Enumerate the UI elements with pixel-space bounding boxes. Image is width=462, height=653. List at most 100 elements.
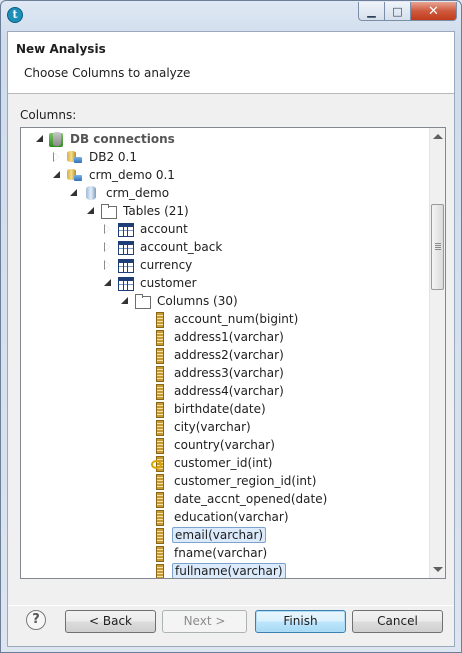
- expanded-arrow-icon[interactable]: [86, 206, 96, 216]
- expanded-arrow-icon[interactable]: [35, 134, 45, 144]
- tree-item[interactable]: customer_region_id(int): [137, 472, 318, 490]
- tree-item[interactable]: account_back: [103, 238, 224, 256]
- minimize-button[interactable]: ▁: [358, 2, 385, 21]
- tree-item[interactable]: birthdate(date): [137, 400, 268, 418]
- window-controls: ▁ □ ✕: [358, 2, 457, 22]
- collapsed-arrow-icon[interactable]: [103, 224, 113, 234]
- button-bar-separator: [8, 605, 454, 606]
- tree-item[interactable]: address4(varchar): [137, 382, 286, 400]
- table-icon: [117, 275, 134, 291]
- wizard-header: New Analysis Choose Columns to analyze: [8, 32, 454, 94]
- wizard-description: Choose Columns to analyze: [24, 66, 191, 80]
- folder-icon: [100, 203, 117, 219]
- column-icon: [151, 491, 167, 508]
- tree-item[interactable]: fullname(varchar): [137, 562, 286, 578]
- tree-spacer: [137, 566, 147, 576]
- tree-item[interactable]: customer: [103, 274, 199, 292]
- tree-item[interactable]: Tables (21): [86, 202, 191, 220]
- column-icon: [151, 563, 167, 578]
- finish-button[interactable]: Finish: [255, 610, 346, 633]
- tree-item[interactable]: email(varchar): [137, 526, 267, 544]
- tree-item-label: DB2 0.1: [89, 150, 138, 164]
- tree-spacer: [137, 512, 147, 522]
- dialog-client-area: New Analysis Choose Columns to analyze C…: [7, 31, 455, 647]
- cancel-button[interactable]: Cancel: [352, 610, 443, 633]
- tree-item-label: customer: [140, 276, 197, 290]
- maximize-button[interactable]: □: [385, 2, 411, 21]
- collapsed-arrow-icon[interactable]: [103, 260, 113, 270]
- tree-item[interactable]: address1(varchar): [137, 328, 286, 346]
- column-icon: [151, 311, 167, 328]
- wizard-title: New Analysis: [16, 42, 106, 56]
- tree-spacer: [137, 476, 147, 486]
- tree-item[interactable]: crm_demo 0.1: [52, 166, 177, 184]
- next-button[interactable]: Next >: [162, 610, 247, 633]
- database-icon: [66, 167, 82, 183]
- scroll-up-icon[interactable]: [433, 134, 443, 139]
- tree-item[interactable]: customer_id(int): [137, 454, 274, 472]
- tree-item[interactable]: DB2 0.1: [52, 148, 139, 166]
- tree-item[interactable]: account: [103, 220, 190, 238]
- tree-item-label: crm_demo 0.1: [89, 168, 175, 182]
- back-button[interactable]: < Back: [65, 610, 156, 633]
- expanded-arrow-icon[interactable]: [52, 170, 62, 180]
- expanded-arrow-icon[interactable]: [120, 296, 130, 306]
- column-icon: [151, 419, 167, 436]
- tree-item-label: account_num(bigint): [174, 312, 299, 326]
- scroll-down-icon[interactable]: [433, 567, 443, 572]
- tree-spacer: [137, 458, 147, 468]
- tree-spacer: [137, 548, 147, 558]
- tree-item[interactable]: fname(varchar): [137, 544, 269, 562]
- tree-spacer: [137, 440, 147, 450]
- tree-item[interactable]: date_accnt_opened(date): [137, 490, 329, 508]
- tree-item[interactable]: address3(varchar): [137, 364, 286, 382]
- tree-spacer: [137, 530, 147, 540]
- tree-item[interactable]: currency: [103, 256, 194, 274]
- tree-item-label: crm_demo: [106, 186, 170, 200]
- tree-item[interactable]: account_num(bigint): [137, 310, 300, 328]
- tree-item-label: address1(varchar): [174, 330, 284, 344]
- expanded-arrow-icon[interactable]: [69, 188, 79, 198]
- column-icon: [151, 347, 167, 364]
- tree-item[interactable]: DB connections: [35, 130, 177, 148]
- tree-spacer: [137, 368, 147, 378]
- database-icon: [66, 149, 82, 165]
- tree-item[interactable]: city(varchar): [137, 418, 253, 436]
- tree-item[interactable]: address2(varchar): [137, 346, 286, 364]
- grip-icon: [435, 243, 441, 250]
- tree-spacer: [137, 422, 147, 432]
- collapsed-arrow-icon[interactable]: [103, 242, 113, 252]
- tree-item-label: country(varchar): [174, 438, 275, 452]
- tree-item[interactable]: crm_demo: [69, 184, 171, 202]
- tree-item-label: city(varchar): [174, 420, 251, 434]
- tree-item[interactable]: education(varchar): [137, 508, 291, 526]
- help-icon[interactable]: ?: [26, 610, 46, 630]
- folder-icon: [134, 293, 151, 309]
- columns-label: Columns:: [20, 108, 77, 122]
- tree-spacer: [137, 350, 147, 360]
- close-button[interactable]: ✕: [411, 2, 457, 21]
- scrollbar-thumb[interactable]: [431, 204, 444, 290]
- tree-item-label: Tables (21): [123, 204, 189, 218]
- tree-item-label: fullname(varchar): [172, 563, 286, 578]
- tree-spacer: [137, 404, 147, 414]
- table-icon: [117, 239, 134, 255]
- talend-app-icon: t: [7, 7, 23, 23]
- column-icon: [151, 527, 167, 544]
- vertical-scrollbar[interactable]: [429, 128, 445, 578]
- column-icon: [151, 509, 167, 526]
- tree-item-label: currency: [140, 258, 193, 272]
- tree-spacer: [137, 494, 147, 504]
- column-icon: [151, 473, 167, 490]
- tree-spacer: [137, 314, 147, 324]
- collapsed-arrow-icon[interactable]: [52, 152, 62, 162]
- tree-item-label: account_back: [140, 240, 223, 254]
- column-icon: [151, 329, 167, 346]
- tree-item[interactable]: Columns (30): [120, 292, 240, 310]
- expanded-arrow-icon[interactable]: [103, 278, 113, 288]
- tree-item[interactable]: country(varchar): [137, 436, 277, 454]
- tree-item-label: account: [140, 222, 188, 236]
- title-bar[interactable]: t ▁ □ ✕: [1, 1, 461, 31]
